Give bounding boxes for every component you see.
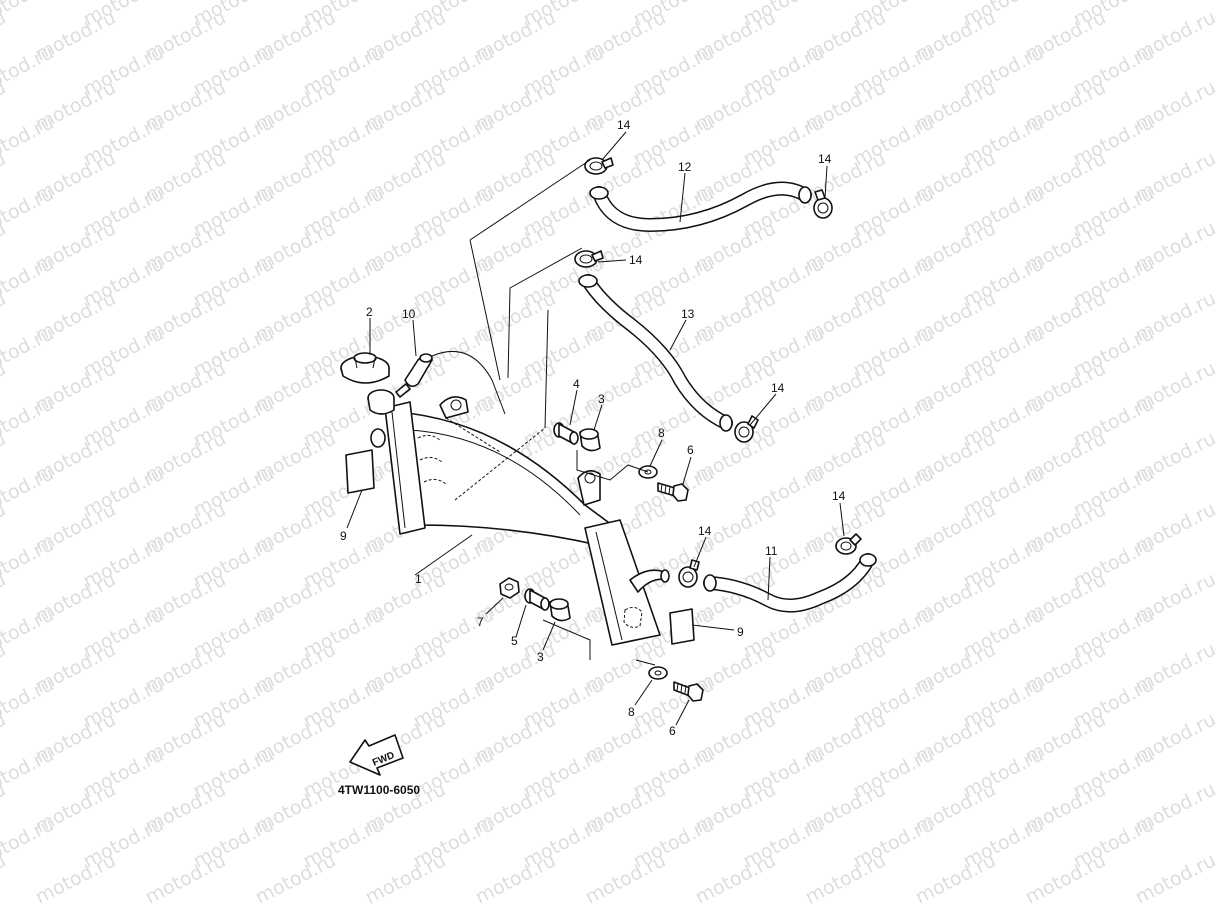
callout-14-lower-right: 14 <box>832 489 846 503</box>
grommet[interactable] <box>579 428 601 452</box>
hose-11[interactable] <box>703 553 877 613</box>
washer[interactable] <box>648 666 668 680</box>
bolt[interactable] <box>673 681 704 702</box>
diagram-code: 4TW1100-6050 <box>338 783 420 797</box>
callout-numbers: 1 2 3 3 4 5 6 6 7 8 8 9 9 10 11 12 13 14… <box>340 118 846 738</box>
warning-label[interactable] <box>669 608 695 645</box>
warning-label[interactable] <box>345 449 375 494</box>
callout-2: 2 <box>366 305 373 319</box>
callout-12: 12 <box>678 160 692 174</box>
callout-8-upper: 8 <box>658 426 665 440</box>
hose-12[interactable] <box>589 181 812 232</box>
hose-clamp[interactable] <box>813 189 833 219</box>
hose-clamp[interactable] <box>574 250 604 268</box>
callout-14-top: 14 <box>617 118 631 132</box>
callout-3-upper: 3 <box>598 392 605 406</box>
callout-3-lower: 3 <box>537 650 544 664</box>
callout-14-top-right: 14 <box>818 152 832 166</box>
radiator[interactable] <box>367 383 670 646</box>
callout-1: 1 <box>415 572 422 586</box>
hose-13[interactable] <box>578 274 733 432</box>
hose-clamp[interactable] <box>584 157 614 175</box>
collar[interactable] <box>524 588 550 611</box>
callout-14-lower: 14 <box>698 524 712 538</box>
grommet[interactable] <box>549 598 571 622</box>
hose-clamp[interactable] <box>835 533 862 555</box>
callout-6-lower: 6 <box>669 724 676 738</box>
forward-arrow <box>349 734 404 776</box>
callout-4: 4 <box>573 377 580 391</box>
callout-10: 10 <box>402 307 416 321</box>
callout-9-left: 9 <box>340 529 347 543</box>
callout-8-lower: 8 <box>628 705 635 719</box>
nut[interactable] <box>499 577 520 599</box>
leader-lines <box>346 131 845 726</box>
hose-10[interactable] <box>404 351 506 415</box>
callout-14-right: 14 <box>771 381 785 395</box>
callout-6-upper: 6 <box>687 443 694 457</box>
callout-7: 7 <box>477 615 484 629</box>
callout-5: 5 <box>511 634 518 648</box>
radiator-cap[interactable] <box>340 352 390 384</box>
collar[interactable] <box>553 422 579 445</box>
hose-clamp[interactable] <box>678 559 700 588</box>
callout-13: 13 <box>681 307 695 321</box>
callout-9-right: 9 <box>737 625 744 639</box>
callout-14-middle: 14 <box>629 253 643 267</box>
bolt[interactable] <box>657 482 689 502</box>
callout-11: 11 <box>765 544 778 558</box>
